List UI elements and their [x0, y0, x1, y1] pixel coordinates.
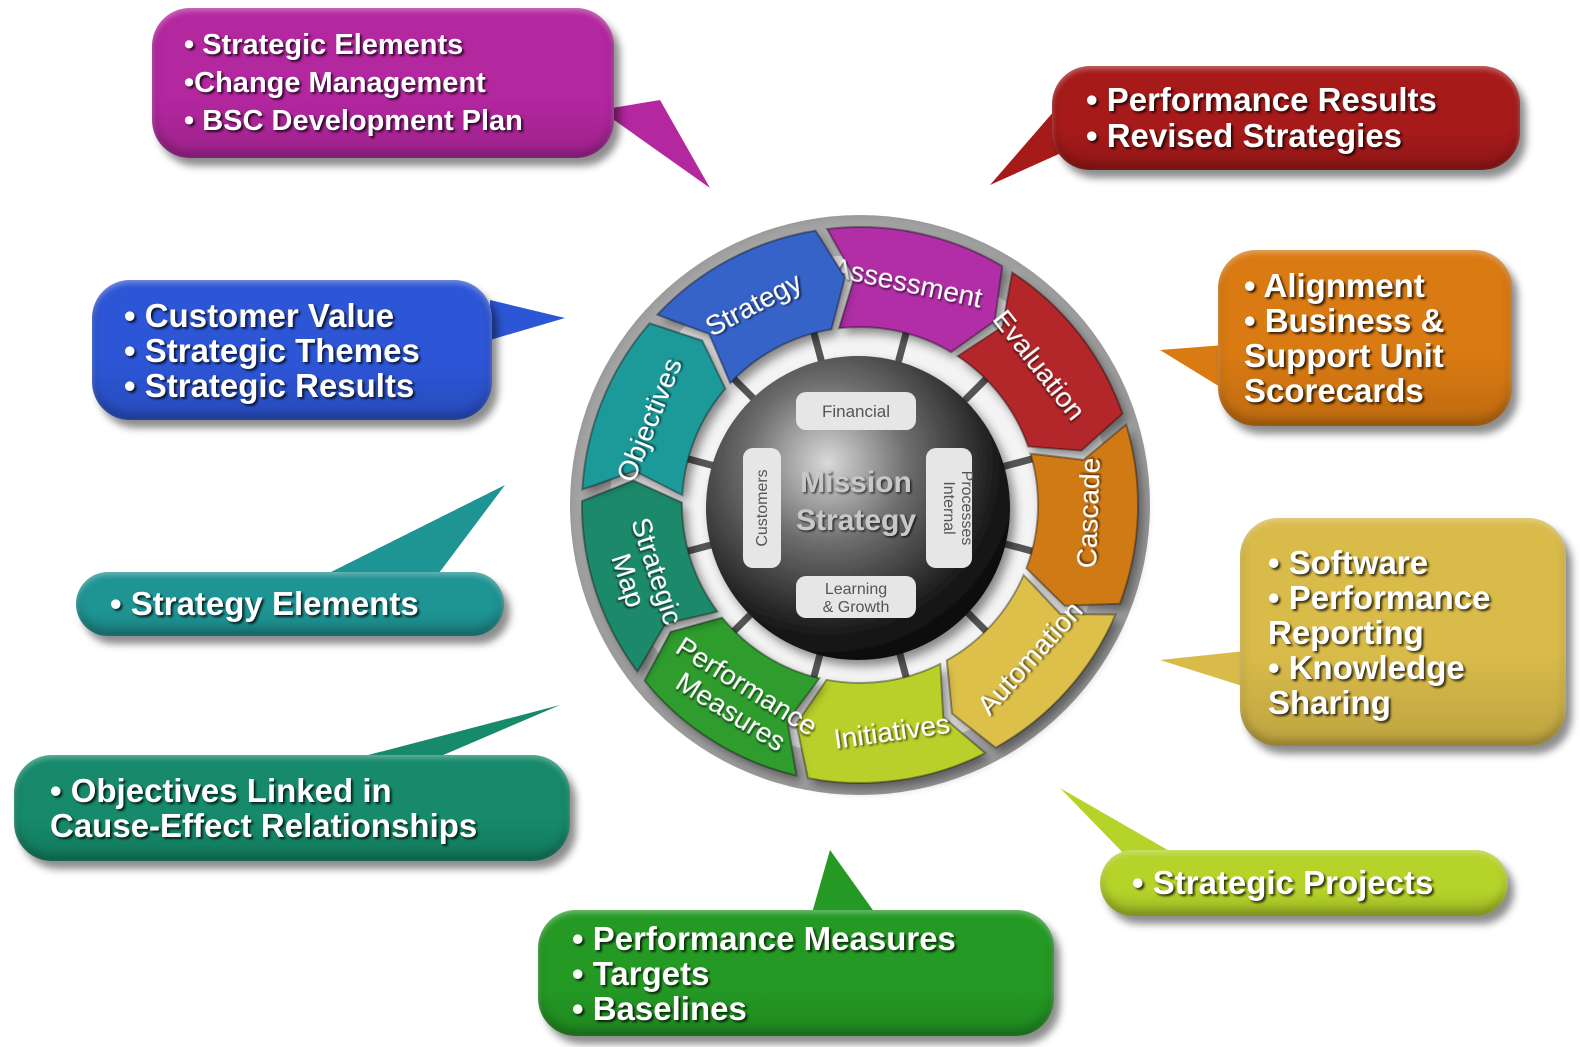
quadrant-plate-learning — [796, 576, 916, 618]
callout-automation: • Software • Performance Reporting • Kno… — [1240, 518, 1566, 746]
callout-evaluation: • Performance Results • Revised Strategi… — [1052, 66, 1520, 170]
segment-label: Cascade — [1071, 457, 1106, 569]
callout-strategy: • Customer Value • Strategic Themes • St… — [92, 280, 492, 420]
quadrant-label-internal-2: Processes — [958, 471, 975, 546]
quadrant-label-learning-2: & Growth — [823, 599, 890, 616]
segment-automation — [945, 573, 1118, 749]
callout-line: • Objectives Linked in — [50, 772, 392, 809]
wheel-spoke — [1001, 540, 1040, 556]
callout-cascade: • Alignment • Business & Support Unit Sc… — [1218, 250, 1512, 426]
callout-line: • Strategic Results — [124, 366, 415, 404]
quadrant-plate-internal — [926, 448, 972, 568]
callout-line: • Performance Measures — [572, 919, 956, 957]
wheel-spoke — [895, 325, 911, 364]
segment-strategy — [655, 229, 846, 386]
callout-line: Cause-Effect Relationships — [50, 807, 478, 844]
callout-line: • Strategic Projects — [1132, 864, 1434, 901]
callout-line: • Baselines — [572, 989, 747, 1027]
wheel-segments: AssessmentEvaluationCascadeAutomationIni… — [580, 226, 1139, 785]
pointer-cascade — [1160, 345, 1225, 390]
callout-line: • Alignment — [1244, 267, 1425, 304]
quadrant-label-customers: Customers — [754, 469, 771, 546]
callout-line: Sharing — [1268, 683, 1391, 721]
callout-line: • Performance Results — [1086, 81, 1437, 118]
quadrant-label-financial: Financial — [822, 402, 890, 421]
wheel-spoke — [680, 454, 719, 470]
callout-objectives: • Strategy Elements — [76, 572, 504, 636]
center-hub: Financial Learning & Growth Customers In… — [706, 356, 1010, 660]
callout-line: •Change Management — [184, 67, 486, 99]
pointer-automation — [1160, 650, 1255, 690]
callout-line: • Strategic Elements — [184, 29, 464, 61]
callout-strategic-map: • Objectives Linked in Cause-Effect Rela… — [14, 755, 570, 861]
wheel-spoke — [895, 646, 911, 685]
callout-line: • Knowledge — [1268, 648, 1465, 686]
center-title-strategy: Strategy — [796, 504, 916, 537]
wheel-spoke — [962, 372, 993, 403]
callout-assessment: • Strategic Elements •Change Management … — [152, 8, 614, 158]
pointer-objectives — [305, 485, 505, 585]
segment-evaluation — [955, 270, 1124, 452]
callout-line: • Customer Value — [124, 296, 395, 334]
quadrant-plate-customers — [743, 448, 781, 568]
pointer-strategy — [490, 300, 565, 340]
wheel-spoke — [809, 325, 825, 364]
callout-pointers — [305, 100, 1255, 920]
callout-line: • Strategic Themes — [124, 331, 420, 369]
quadrant-label-learning-1: Learning — [825, 581, 887, 598]
callout-line: • Software — [1268, 543, 1429, 581]
callout-line: • BSC Development Plan — [184, 105, 523, 137]
quadrant-plate-financial — [796, 392, 916, 430]
center-title-mission: Mission — [800, 466, 912, 499]
pointer-evaluation — [990, 110, 1090, 185]
callout-line: • Performance — [1268, 578, 1491, 616]
wheel-spoke — [962, 607, 993, 638]
callout-line: • Revised Strategies — [1086, 117, 1403, 154]
callout-initiatives: • Strategic Projects — [1100, 850, 1508, 916]
pointer-performance — [810, 850, 880, 920]
quadrant-label-internal-1: Internal — [940, 481, 957, 534]
callout-line: Scorecards — [1244, 372, 1424, 409]
center-sphere — [706, 356, 1010, 660]
pointer-initiatives — [1060, 788, 1185, 860]
callout-line: • Targets — [572, 954, 710, 992]
segment-cascade — [1025, 422, 1139, 607]
wheel-spoke — [727, 372, 758, 403]
callout-line: • Business & — [1244, 302, 1445, 339]
callout-line: Support Unit — [1244, 337, 1444, 374]
segment-objectives — [581, 322, 727, 497]
callout-performance-measures: • Performance Measures • Targets • Basel… — [538, 910, 1054, 1036]
pointer-strategic-map — [330, 705, 560, 765]
wheel-spoke — [680, 540, 719, 556]
segment-initiatives — [795, 662, 988, 785]
callout-line: Reporting — [1268, 613, 1424, 651]
callout-line: • Strategy Elements — [110, 585, 419, 622]
pointer-assessment — [600, 100, 710, 188]
segment-strategic-map — [580, 479, 720, 674]
segment-assessment — [825, 226, 1004, 354]
segment-performance-measures — [643, 616, 822, 778]
wheel-spoke — [1001, 454, 1040, 470]
